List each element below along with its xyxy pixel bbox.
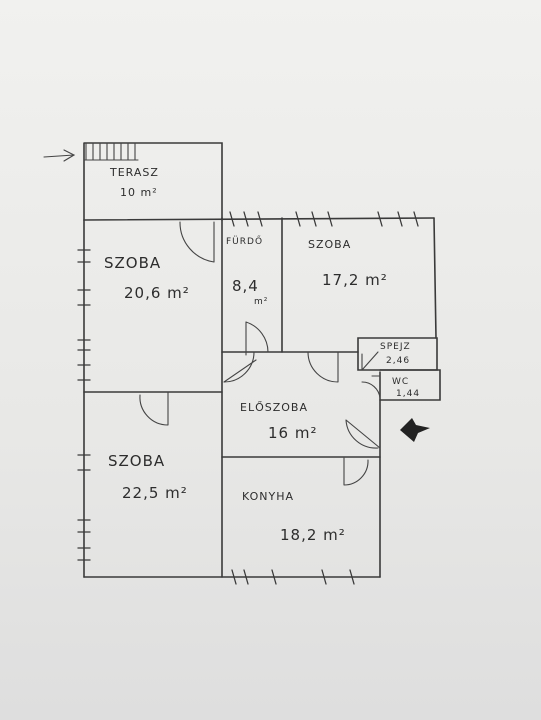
- room-name-furdo: FÜRDŐ: [226, 236, 263, 247]
- room-name-szoba2: SZOBA: [308, 238, 351, 251]
- room-name-eloszoba: ELŐSZOBA: [240, 400, 308, 414]
- door-szoba3: [139, 391, 169, 426]
- room-name-szoba1: SZOBA: [104, 254, 161, 272]
- room-area-szoba2: 17,2 m²: [322, 271, 388, 289]
- entrance-arrow-icon: [400, 418, 430, 442]
- room-area-konyha: 18,2 m²: [280, 526, 346, 544]
- room-area-wc: 1,44: [396, 389, 420, 399]
- door-entrance: [345, 419, 381, 449]
- room-name-konyha: KONYHA: [242, 490, 294, 503]
- room-area-szoba3: 22,5 m²: [122, 484, 188, 502]
- terrace-arrow: [43, 149, 76, 162]
- room-area-szoba1: 20,6 m²: [124, 284, 190, 302]
- room-unit-furdo: m²: [254, 297, 268, 307]
- wc-outline: [379, 369, 441, 401]
- door-spejz: [361, 351, 379, 371]
- room-name-terasz: TERASZ: [109, 166, 159, 179]
- room-area-spejz: 2,46: [386, 356, 410, 366]
- door-szoba1: [179, 221, 215, 263]
- door-kitchen: [343, 457, 369, 486]
- walls: [83, 142, 441, 578]
- door-furdo: [245, 321, 269, 356]
- doors: [139, 221, 381, 486]
- room-area-eloszoba: 16 m²: [268, 424, 317, 442]
- door-wc: [361, 375, 381, 399]
- door-hall-left: [223, 351, 257, 383]
- terrace-railing: [83, 142, 139, 161]
- room-name-spejz: SPEJZ: [380, 342, 411, 352]
- window-ticks: [77, 211, 419, 585]
- right-exterior-wall-upper: [433, 217, 437, 339]
- room-name-wc: WC: [392, 377, 409, 387]
- door-szoba2: [307, 351, 339, 383]
- terrace-outline: [83, 142, 223, 221]
- room-name-szoba3: SZOBA: [108, 452, 165, 470]
- top-exterior-wall: [83, 217, 435, 221]
- room-area-terasz: 10 m²: [120, 186, 158, 199]
- room-area-furdo: 8,4: [232, 277, 259, 295]
